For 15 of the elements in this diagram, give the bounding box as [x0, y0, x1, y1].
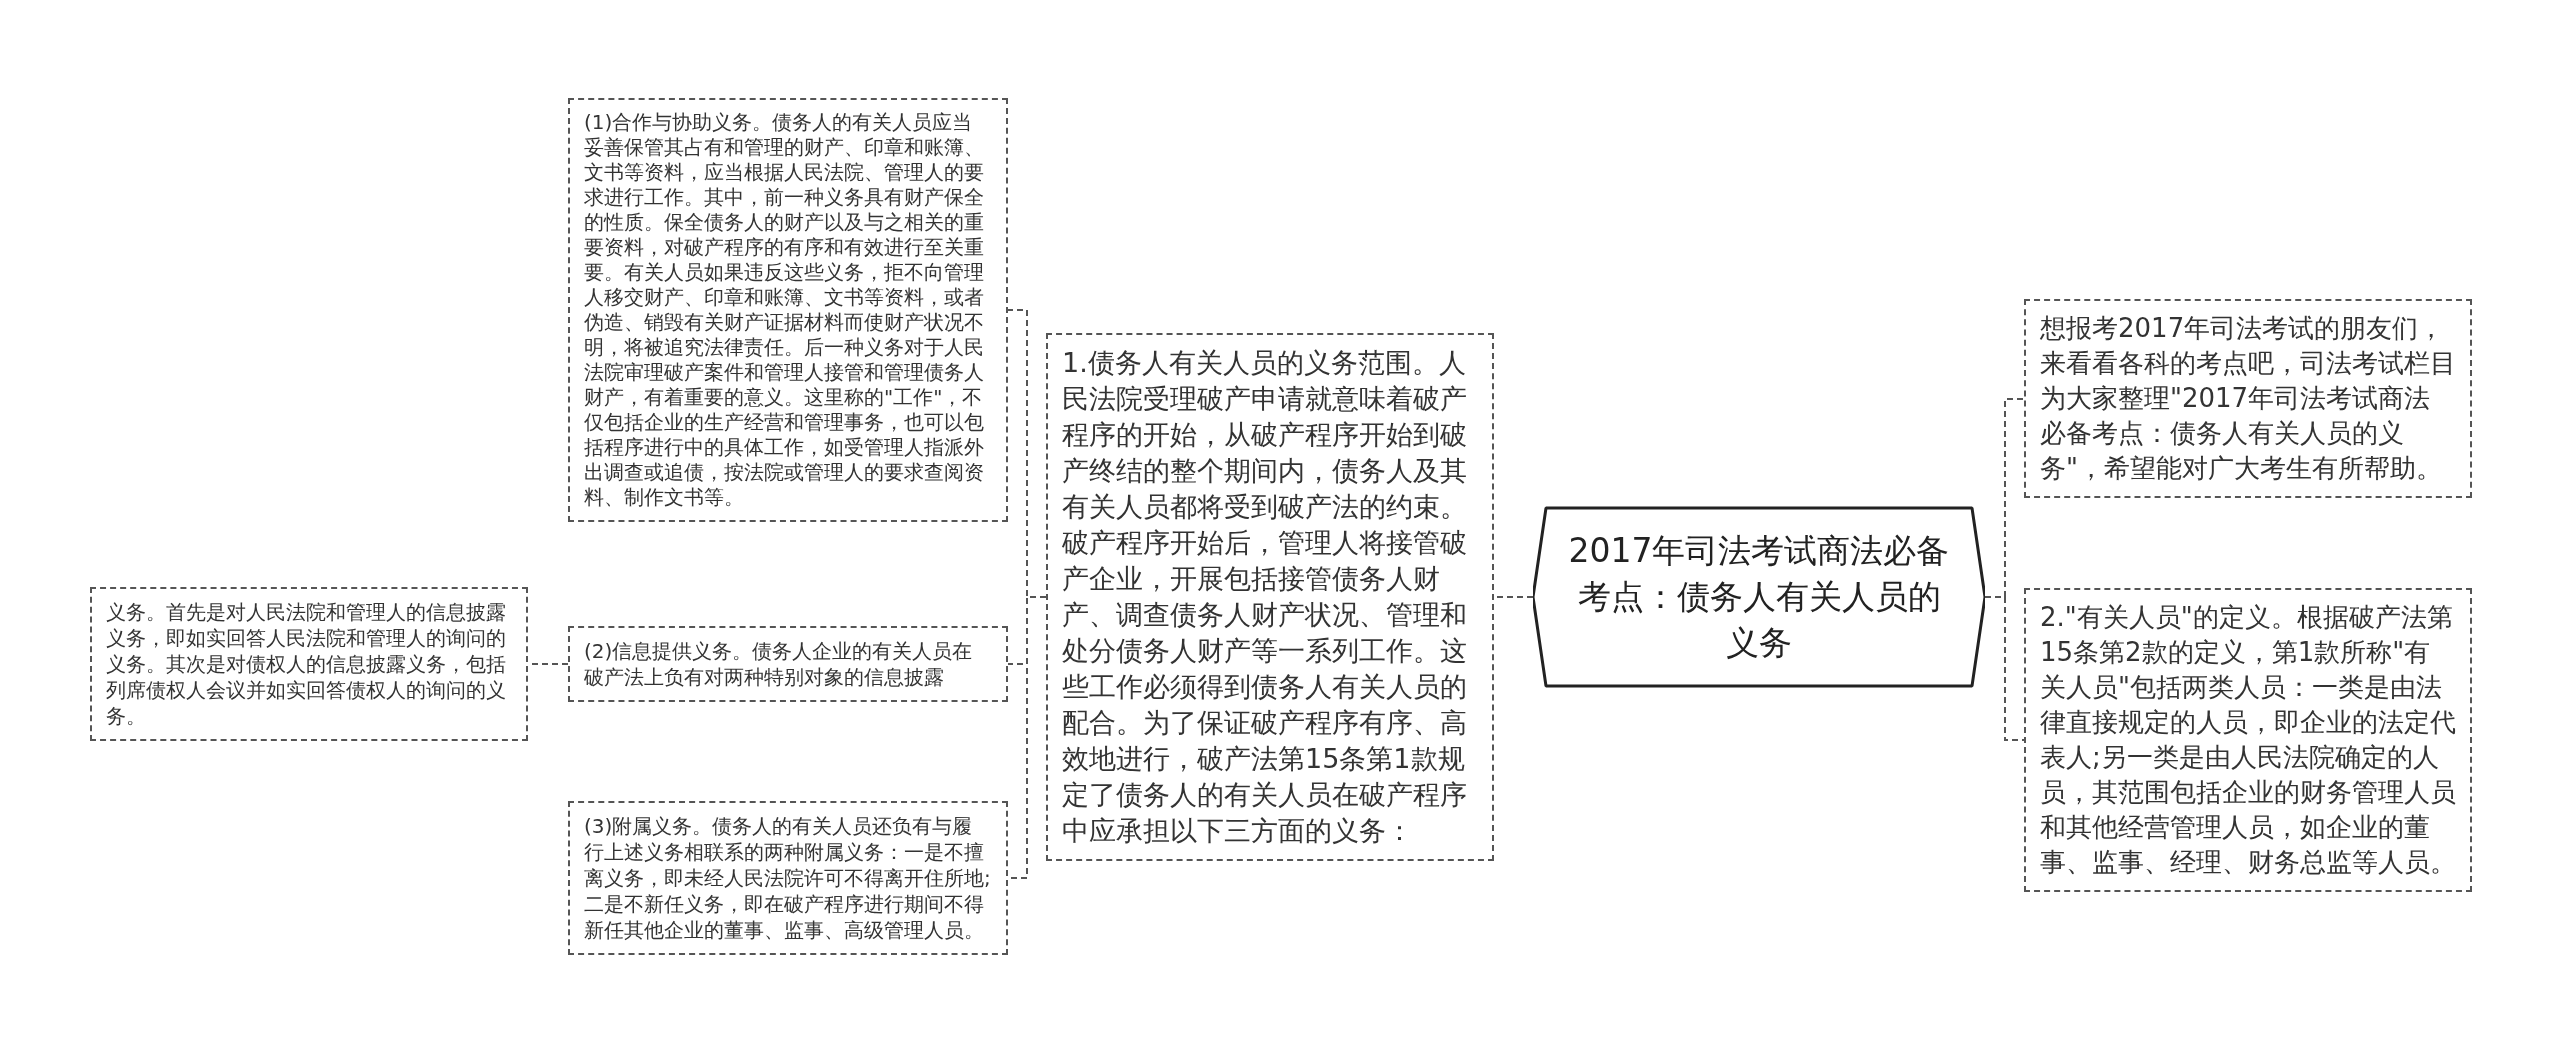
note-text: (1)合作与协助义务。债务人的有关人员应当妥善保管其占有和管理的财产、印章和账簿、文书等资料，应当根据人民法院、管理人的要求进行工作。其中，前一种义务具有财产保全的性质。保全债务人的财产以及与之相关的重要资料，对破产程序的有序和有效进行至关重要。有关人员如果违反这些义务，拒不向管理人移交财产、印章和账簿、文书等资料，或者伪造、销毁有关财产证据材料而使财产状况不明，将被追究法律责任。后一种义务对于人民法院审理破产案件和管理人接管和管理债务人财产，有着重要的意义。这里称的"工作"，不仅包括企业的生产经营和管理事务，也可以包括程序进行中的具体工作，如受管理人指派外出调查或追债，按法院或管理人的要求查阅资料、制作文书等。: [584, 110, 985, 510]
topic-text: 2017年司法考试商法必备考点：债务人有关人员的义务: [1567, 530, 1951, 664]
topic-hexagon: [1533, 506, 1985, 688]
note-text: 想报考2017年司法考试的朋友们，来看看各科的考点吧，司法考试栏目为大家整理"2017年司法考试商法必备考点：债务人有关人员的义务"，希望能对广大考生有所帮助。: [2040, 312, 2456, 485]
note-box: [568, 801, 1008, 955]
note-text: 义务。首先是对人民法院和管理人的信息披露义务，即如实回答人民法院和管理人的询问的义务。其次是对债权人的信息披露义务，包括列席债权人会议并如实回答债权人的询问的义务。: [106, 599, 507, 729]
note-box: [90, 587, 528, 741]
connector-line: [1984, 596, 2025, 741]
note-text: (2)信息提供义务。债务人企业的有关人员在破产法上负有对两种特别对象的信息披露: [584, 638, 974, 690]
note-text: 2."有关人员"的定义。根据破产法第15条第2款的定义，第1款所称"有关人员"包括两类人员：一类是由法律直接规定的人员，即企业的法定代表人;另一类是由人民法院确定的人员，其范围包括企业的财务管理人员和其他经营管理人员，如企业的董事、监事、经理、财务总监等人员。: [2040, 601, 2456, 879]
note-box: [568, 626, 1008, 702]
note-text: (3)附属义务。债务人的有关人员还负有与履行上述义务相联系的两种附属义务：一是不擅离义务，即未经人民法院许可不得离开住所地;二是不新任义务，即在破产程序进行期间不得新任其他企业的董事、监事、高级管理人员。: [584, 813, 992, 943]
note-box: [2024, 299, 2472, 498]
note-text: 1.债务人有关人员的义务范围。人民法院受理破产申请就意味着破产程序的开始，从破产程序开始到破产终结的整个期间内，债务人及其有关人员都将受到破产法的约束。破产程序开始后，管理人将接管破产企业，开展包括接管债务人财产、调查债务人财产状况、管理和处分债务人财产等一系列工作。这些工作必须得到债务人有关人员的配合。为了保证破产程序有序、高效地进行，破产法第15条第1款规定了债务人的有关人员在破产程序中应承担以下三方面的义务：: [1062, 346, 1468, 848]
note-box: [2024, 588, 2472, 892]
